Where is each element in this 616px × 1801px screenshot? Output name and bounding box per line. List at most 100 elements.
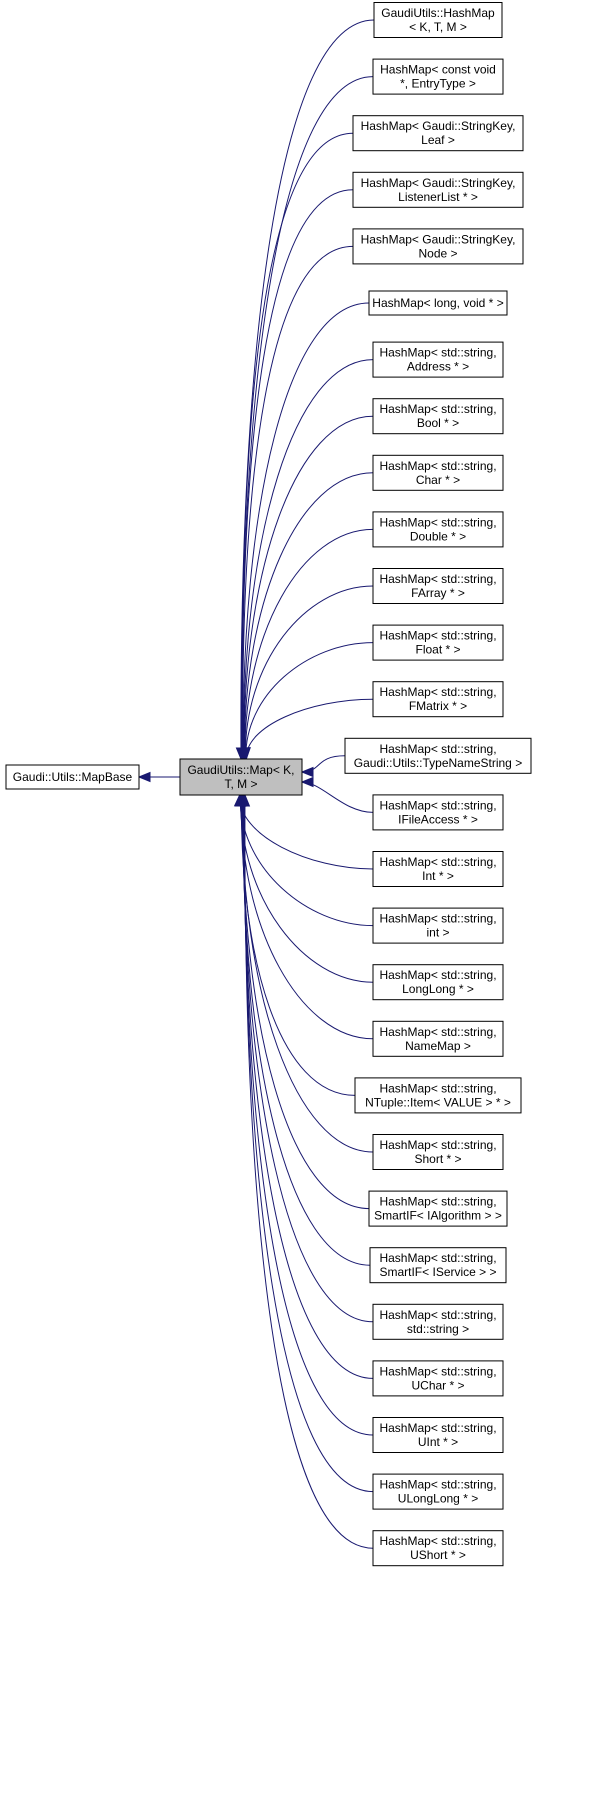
node-box bbox=[372, 964, 504, 1001]
node-box bbox=[372, 1530, 504, 1567]
node-mapbase[interactable]: Gaudi::Utils::MapBase bbox=[5, 764, 140, 790]
edge-derived-2 bbox=[241, 132, 354, 760]
node-label-line: HashMap< std::string, bbox=[379, 1251, 496, 1265]
node-label-line: FArray * > bbox=[411, 586, 465, 600]
node-label-line: HashMap< std::string, bbox=[379, 1025, 496, 1039]
node-hashmap-std-string-short[interactable]: HashMap< std::string,Short * > bbox=[372, 1134, 504, 1170]
node-label-line: NTuple::Item< VALUE > * > bbox=[365, 1095, 511, 1109]
node-hashmap-std-string-uchar[interactable]: HashMap< std::string,UChar * > bbox=[372, 1360, 504, 1397]
arrowhead-derived-12 bbox=[240, 747, 251, 761]
node-label-line: ULongLong * > bbox=[398, 1492, 478, 1506]
node-label-line: SmartIF< IService > > bbox=[379, 1265, 496, 1279]
node-hashmap-std-string-uint[interactable]: HashMap< std::string,UInt * > bbox=[372, 1417, 504, 1453]
node-label-line: HashMap< Gaudi::StringKey, bbox=[361, 176, 516, 190]
node-box bbox=[352, 228, 524, 265]
arrowhead-derived-14 bbox=[300, 776, 314, 788]
node-box bbox=[372, 58, 504, 95]
node-label-line: Bool * > bbox=[417, 416, 459, 430]
node-label-line: Float * > bbox=[415, 643, 460, 657]
node-hashmap-std-string-address[interactable]: HashMap< std::string,Address * > bbox=[372, 341, 504, 378]
node-gaudiutils-hashmap-k-t-m[interactable]: GaudiUtils::HashMap< K, T, M > bbox=[373, 2, 503, 38]
arrowhead-derived-13 bbox=[300, 766, 314, 778]
node-hashmap-long-void[interactable]: HashMap< long, void * > bbox=[368, 290, 508, 316]
node-box bbox=[372, 1417, 504, 1453]
node-hashmap-std-string-int[interactable]: HashMap< std::string,Int * > bbox=[372, 851, 504, 887]
node-label-line: int > bbox=[426, 926, 449, 940]
node-hashmap-std-string-ntuple-item-value[interactable]: HashMap< std::string,NTuple::Item< VALUE… bbox=[354, 1077, 522, 1114]
node-box bbox=[352, 171, 524, 208]
node-label-line: HashMap< std::string, bbox=[379, 346, 496, 360]
edge-derived-10 bbox=[244, 585, 374, 760]
node-label-line: HashMap< std::string, bbox=[379, 1308, 496, 1322]
edge-derived-8 bbox=[244, 472, 374, 760]
node-box bbox=[368, 290, 508, 316]
node-label-line: HashMap< std::string, bbox=[379, 629, 496, 643]
node-label-line: HashMap< Gaudi::StringKey, bbox=[361, 119, 516, 133]
node-hashmap-gaudi-stringkey-leaf[interactable]: HashMap< Gaudi::StringKey,Leaf > bbox=[352, 115, 524, 152]
node-label-line: GaudiUtils::HashMap bbox=[381, 6, 495, 20]
node-hashmap-std-string-longlong[interactable]: HashMap< std::string,LongLong * > bbox=[372, 964, 504, 1001]
node-hashmap-std-string-std-string[interactable]: HashMap< std::string,std::string > bbox=[372, 1303, 504, 1340]
node-box bbox=[5, 764, 140, 790]
node-label-line: Address * > bbox=[407, 360, 469, 374]
node-label-line: HashMap< std::string, bbox=[379, 1195, 496, 1209]
edge-derived-23 bbox=[242, 794, 374, 1323]
node-label-line: SmartIF< IAlgorithm > > bbox=[374, 1209, 502, 1223]
node-label-line: HashMap< std::string, bbox=[379, 685, 496, 699]
node-box bbox=[372, 1303, 504, 1340]
node-label-line: Node > bbox=[418, 246, 457, 260]
node-hashmap-std-string-ushort[interactable]: HashMap< std::string,UShort * > bbox=[372, 1530, 504, 1567]
node-label-line: LongLong * > bbox=[402, 982, 474, 996]
node-label-line: Double * > bbox=[410, 529, 466, 543]
node-label-line: Gaudi::Utils::TypeNameString > bbox=[354, 756, 522, 770]
node-label-line: *, EntryType > bbox=[400, 77, 476, 91]
node-hashmap-gaudi-stringkey-node[interactable]: HashMap< Gaudi::StringKey,Node > bbox=[352, 228, 524, 265]
edge-derived-4 bbox=[242, 245, 354, 760]
node-box bbox=[372, 681, 504, 718]
node-hashmap-std-string-double[interactable]: HashMap< std::string,Double * > bbox=[372, 511, 504, 548]
arrowhead-base bbox=[137, 771, 151, 783]
node-label-line: HashMap< std::string, bbox=[379, 1534, 496, 1548]
node-hashmap-std-string-bool[interactable]: HashMap< std::string,Bool * > bbox=[372, 398, 504, 435]
node-hashmap-std-string-gaudi-utils-typenamestring[interactable]: HashMap< std::string,Gaudi::Utils::TypeN… bbox=[344, 737, 532, 774]
node-hashmap-std-string-namemap[interactable]: HashMap< std::string,NameMap > bbox=[372, 1020, 504, 1057]
node-box bbox=[372, 1360, 504, 1397]
node-label-line: HashMap< std::string, bbox=[379, 402, 496, 416]
node-label-line: ListenerList * > bbox=[398, 190, 478, 204]
node-label-line: Char * > bbox=[416, 473, 460, 487]
node-label-line: HashMap< std::string, bbox=[379, 459, 496, 473]
node-box bbox=[372, 1473, 504, 1510]
node-label-line: HashMap< std::string, bbox=[379, 968, 496, 982]
arrowhead-derived-27 bbox=[239, 793, 251, 807]
node-hashmap-std-string-float[interactable]: HashMap< std::string,Float * > bbox=[372, 624, 504, 661]
node-hashmap-std-string-ulonglong[interactable]: HashMap< std::string,ULongLong * > bbox=[372, 1473, 504, 1510]
node-hashmap-std-string-smartif-iservice[interactable]: HashMap< std::string,SmartIF< IService >… bbox=[369, 1247, 507, 1284]
node-box bbox=[372, 341, 504, 378]
node-label-line: UInt * > bbox=[418, 1435, 458, 1449]
edge-derived-20 bbox=[241, 794, 374, 1153]
node-hashmap-const-void-entrytype[interactable]: HashMap< const void*, EntryType > bbox=[372, 58, 504, 95]
node-box bbox=[354, 1077, 522, 1114]
edge-derived-6 bbox=[243, 359, 374, 760]
node-label-line: UChar * > bbox=[411, 1378, 464, 1392]
node-hashmap-std-string-char[interactable]: HashMap< std::string,Char * > bbox=[372, 454, 504, 491]
node-label-line: FMatrix * > bbox=[409, 699, 467, 713]
node-hashmap-std-string-farray[interactable]: HashMap< std::string,FArray * > bbox=[372, 568, 504, 604]
node-hashmap-std-string-fmatrix[interactable]: HashMap< std::string,FMatrix * > bbox=[372, 681, 504, 718]
node-label-line: Gaudi::Utils::MapBase bbox=[13, 770, 133, 784]
node-gaudiutils-map[interactable]: GaudiUtils::Map< K,T, M > bbox=[179, 758, 303, 796]
node-hashmap-std-string-int[interactable]: HashMap< std::string,int > bbox=[372, 907, 504, 944]
node-hashmap-std-string-ifileaccess[interactable]: HashMap< std::string,IFileAccess * > bbox=[372, 794, 504, 831]
node-box bbox=[372, 794, 504, 831]
node-label-line: HashMap< Gaudi::StringKey, bbox=[361, 232, 516, 246]
edge-derived-19 bbox=[240, 794, 356, 1096]
node-hashmap-std-string-smartif-ialgorithm[interactable]: HashMap< std::string,SmartIF< IAlgorithm… bbox=[368, 1190, 508, 1227]
edge-derived-24 bbox=[243, 794, 374, 1379]
edge-derived-18 bbox=[240, 794, 374, 1040]
node-box bbox=[372, 454, 504, 491]
edge-derived-15 bbox=[239, 794, 374, 870]
node-hashmap-gaudi-stringkey-listenerlist[interactable]: HashMap< Gaudi::StringKey,ListenerList *… bbox=[352, 171, 524, 208]
node-label-line: HashMap< std::string, bbox=[379, 1478, 496, 1492]
node-label-line: NameMap > bbox=[405, 1039, 471, 1053]
edge-derived-16 bbox=[239, 794, 374, 927]
